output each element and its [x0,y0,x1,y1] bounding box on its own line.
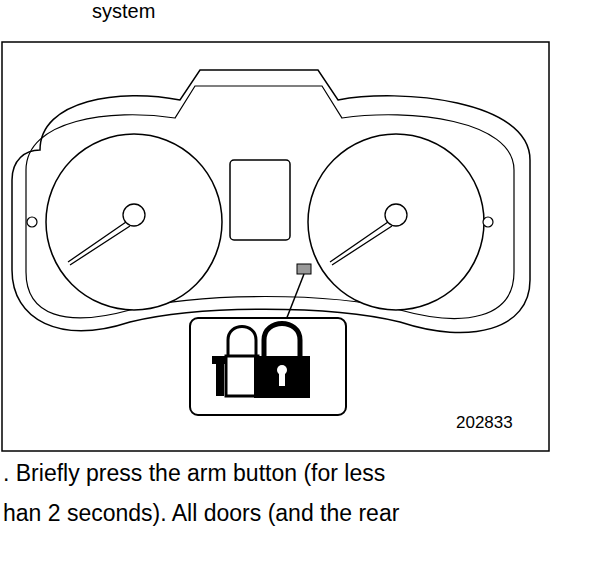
security-indicator-icon [212,324,310,399]
left-needle [68,204,145,265]
right-knob [483,217,493,227]
left-gauge [46,134,222,310]
body-text-line: han 2 seconds). All doors (and the rear [3,502,399,525]
leader-line [286,274,304,320]
right-gauge [308,134,484,310]
callout-box [190,318,346,415]
cluster-housing [12,70,530,333]
cluster-bezel [26,86,514,318]
figure-frame [2,42,549,451]
indicator-lamp [297,264,311,274]
section-heading: system [92,1,155,21]
figure-number: 202833 [456,414,513,431]
left-knob [27,217,37,227]
body-text-line: . Briefly press the arm button (for less [3,462,385,485]
center-display [230,160,290,240]
right-needle [330,204,407,265]
